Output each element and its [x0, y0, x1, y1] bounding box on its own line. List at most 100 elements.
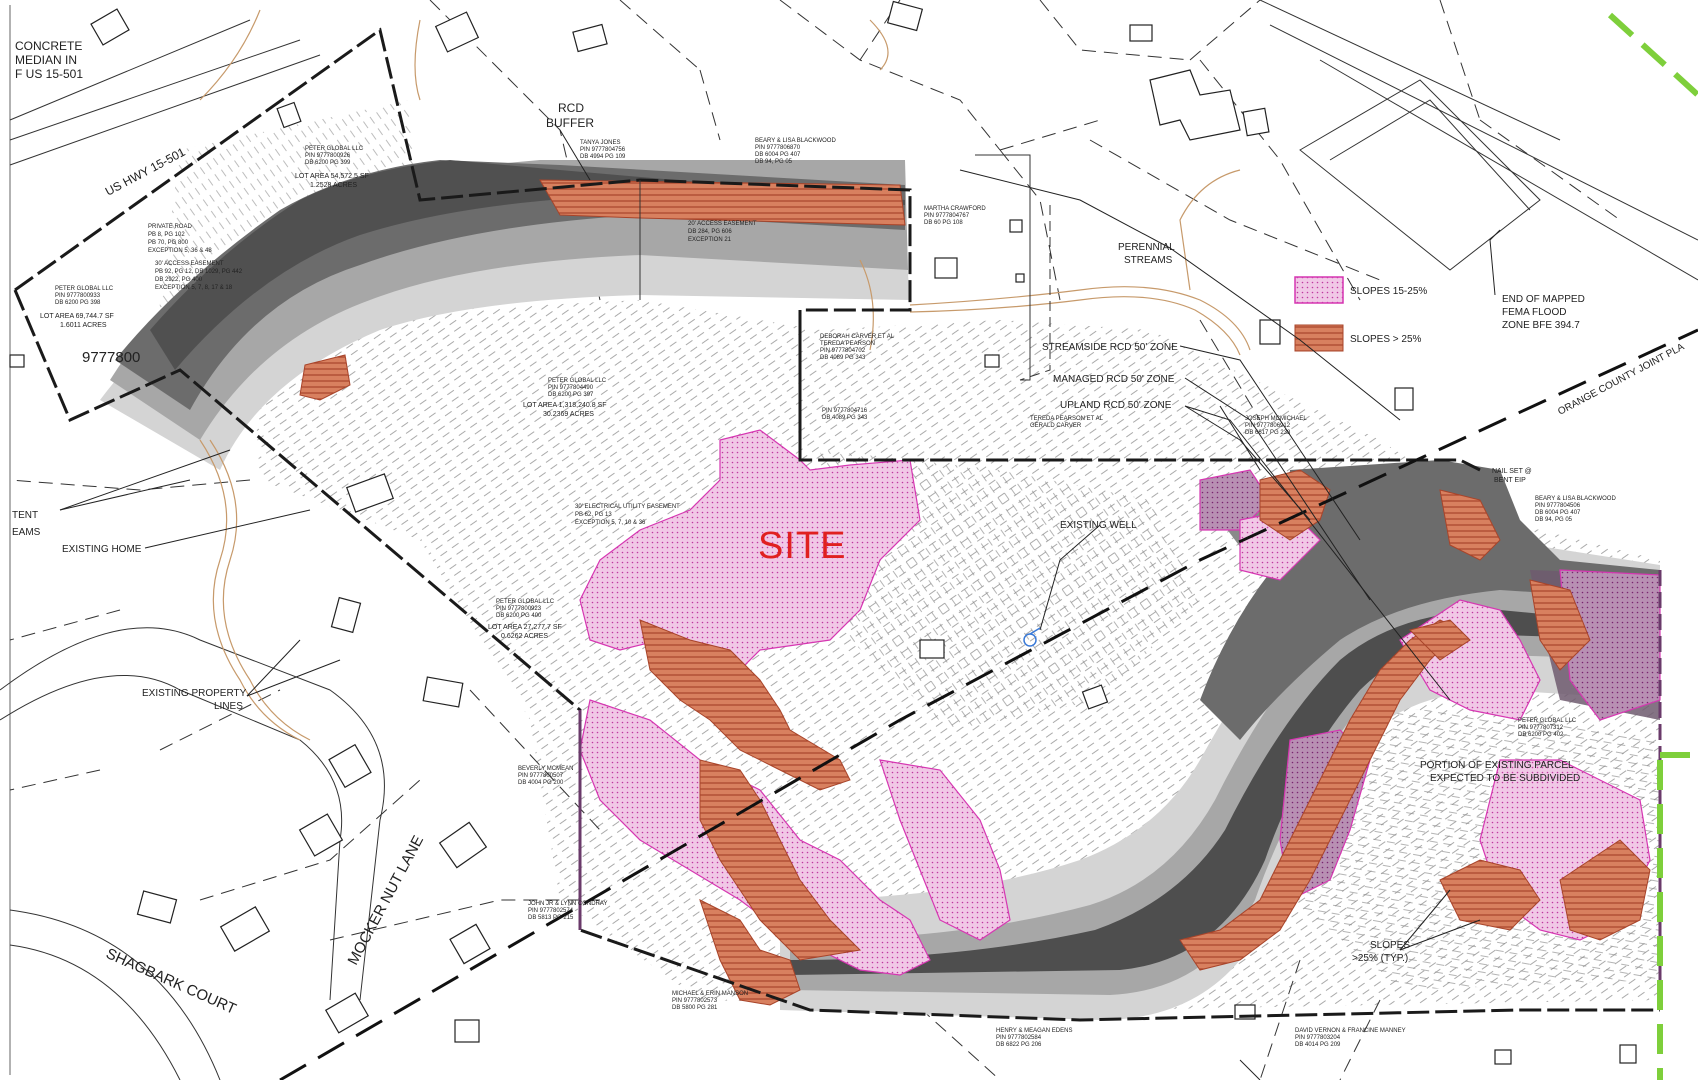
parcel-text: EXCEPTION 21: [688, 237, 732, 243]
parcel-text: PIN 9777804756: [580, 147, 626, 153]
parcel-text: DB 6004 PG 407: [755, 152, 801, 158]
fema-label-2: FEMA FLOOD: [1502, 307, 1566, 318]
parcel-text: DB 5813 PG 215: [528, 915, 574, 921]
legend-swatch-gt-25: [1294, 324, 1344, 352]
parcel-text: DB 6200 PG 399: [305, 160, 351, 166]
parcel-text: PIN 9777804490: [548, 385, 594, 391]
property-lines-label-2: LINES: [214, 701, 243, 712]
property-lines-label-1: EXISTING PROPERTY: [142, 688, 247, 699]
slopes-typ-label-1: SLOPES: [1370, 940, 1410, 951]
slopes-gt-25-areas: [299, 179, 1651, 1006]
parcel-text: PIN 9777802574: [528, 908, 574, 914]
parcel-text: PIN 9777800923: [496, 606, 542, 612]
existing-well-label: EXISTING WELL: [1060, 520, 1137, 531]
parcel-text: DB 6200 PG 400: [496, 613, 542, 619]
parcel-text: DB 6617 PG 238: [1245, 430, 1291, 436]
parcel-text: LOT AREA 27,277.7 SF: [488, 624, 562, 631]
parcel-text: PETER GLOBAL LLC: [1518, 718, 1577, 724]
parcel-text: HENRY & MEAGAN EDENS: [996, 1028, 1072, 1034]
parcel-text: PB 8, PG 102: [148, 232, 185, 238]
parcel-text: PRIVATE ROAD: [148, 224, 192, 230]
well-icon: [1023, 627, 1041, 647]
parcel-text: DB 6200 PG 398: [55, 300, 101, 306]
portion-existing-label-2: EXPECTED TO BE SUBDIVIDED: [1430, 773, 1580, 784]
slopes-typ-label-2: >25% (TYP.): [1352, 953, 1408, 964]
stream-lines: [199, 9, 1251, 741]
parcel-text: PIN 9777804702: [820, 348, 866, 354]
parcel-text: EXCEPTION 5, 7, 10 & 36: [575, 520, 646, 526]
parcel-text: PIN 9777800507: [518, 773, 564, 779]
parcel-text: TEREDA PEARSON: [820, 341, 875, 347]
parcel-text: JOHN JR & LYNN CONDRAY: [528, 901, 607, 907]
parcel-text: DAVID VERNON & FRANCINE MANNEY: [1295, 1028, 1406, 1034]
parcel-text: EXCEPTION 5, 36 & 48: [148, 248, 212, 254]
site-label: SITE: [758, 525, 846, 567]
concrete-median-label-1: CONCRETE: [15, 39, 82, 53]
parcel-text: PB 92, PG 12, DB 1029, PG 442: [155, 269, 243, 275]
parcel-text: PIN 9777803204: [1295, 1035, 1341, 1041]
intermittent-label-1: TENT: [12, 510, 38, 521]
leader-lines: [59, 129, 1501, 1080]
parcel-text: PETER GLOBAL LLC: [496, 599, 555, 605]
perennial-streams-label-2: STREAMS: [1124, 255, 1173, 266]
perennial-streams-label-1: PERENNIAL: [1118, 242, 1175, 253]
parcel-text: DB 94, PG 05: [1535, 517, 1573, 523]
rcd-buffer-label-2: BUFFER: [546, 116, 594, 130]
parcel-info-labels: PETER GLOBAL LLC PIN 9777800926 DB 6200 …: [40, 138, 1616, 1048]
legend-label-15-25: SLOPES 15-25%: [1350, 286, 1427, 297]
parcel-detail-lines: [639, 79, 1541, 381]
rcd-buffer-label-1: RCD: [558, 101, 584, 115]
parcel-text: 20' ACCESS EASEMENT: [688, 221, 757, 227]
parcel-text: JOSEPH MCMICHAEL: [1245, 416, 1307, 422]
parcel-text: DB 6200 PG 397: [548, 392, 594, 398]
parcel-text: DB 4089 PG 343: [822, 415, 868, 421]
parcel-text: PIN 9777804506: [1535, 503, 1581, 509]
parcel-text: 1.6011 ACRES: [60, 322, 107, 329]
concrete-median-label-3: F US 15-501: [15, 67, 83, 81]
county-line: [1607, 12, 1698, 1080]
parcel-text: PIN 9777807312: [1518, 725, 1564, 731]
parcel-text: DB 284, PG 606: [688, 229, 732, 235]
parcel-text: DB 4014 PG 209: [1295, 1042, 1341, 1048]
parcel-text: BEVERLY MCMEAN: [518, 766, 573, 772]
legend: SLOPES 15-25% SLOPES > 25%: [1294, 276, 1427, 352]
existing-home-label: EXISTING HOME: [62, 544, 142, 555]
parcel-text: PIN 9777806912: [1245, 423, 1291, 429]
parcel-text: EXCEPTION 5, 7, 8, 17 & 18: [155, 285, 233, 291]
parcel-text: 1.2528 ACRES: [310, 182, 357, 189]
parcel-text: PB 70, PG 800: [148, 240, 189, 246]
parcel-text: DB 5800 PG 281: [672, 1005, 718, 1011]
parcel-text: BEARY & LISA BLACKWOOD: [1535, 496, 1616, 502]
fema-label-3: ZONE BFE 394.7: [1502, 320, 1580, 331]
parcel-text: MARTHA CRAWFORD: [924, 206, 986, 212]
upland-zone-label: UPLAND RCD 50' ZONE: [1060, 400, 1172, 411]
parcel-text: DB 6200 PG 402: [1518, 732, 1564, 738]
parcel-text: BEARY & LISA BLACKWOOD: [755, 138, 836, 144]
parcel-text: DB 94, PG 05: [755, 159, 793, 165]
parcel-text: NAIL SET @: [1492, 468, 1532, 475]
parcel-text: LOT AREA 1,318,240.8 SF: [523, 402, 607, 409]
concrete-median-label-2: MEDIAN IN: [15, 53, 77, 67]
legend-swatch-15-25: [1294, 276, 1344, 304]
parcel-text: DB 4089 PG 343: [820, 355, 866, 361]
legend-label-gt-25: SLOPES > 25%: [1350, 334, 1422, 345]
parcel-text: LOT AREA 54,572.5 SF: [295, 173, 369, 180]
intermittent-label-2: EAMS: [12, 527, 41, 538]
parcel-text: PIN 9777804767: [924, 213, 970, 219]
parcel-text: LOT AREA 69,744.7 SF: [40, 313, 114, 320]
parcel-text: PETER GLOBAL LLC: [55, 286, 114, 292]
parcel-text: DB 2922, PG 400: [155, 277, 203, 283]
portion-existing-label-1: PORTION OF EXISTING PARCEL: [1420, 760, 1574, 771]
parcel-text: PETER GLOBAL LLC: [305, 146, 364, 152]
managed-zone-label: MANAGED RCD 50' ZONE: [1053, 374, 1175, 385]
parcel-text: DB 6822 PG 206: [996, 1042, 1042, 1048]
parcel-text: TEREDA PEARSON ET AL: [1030, 416, 1104, 422]
parcel-text: MICHAEL & ERIN MANSON: [672, 991, 748, 997]
parcel-text: PIN 9777802584: [996, 1035, 1042, 1041]
parcel-text: DB 60 PG 108: [924, 220, 963, 226]
parcel-text: PIN 9777800933: [55, 293, 101, 299]
fema-label-1: END OF MAPPED: [1502, 294, 1585, 305]
